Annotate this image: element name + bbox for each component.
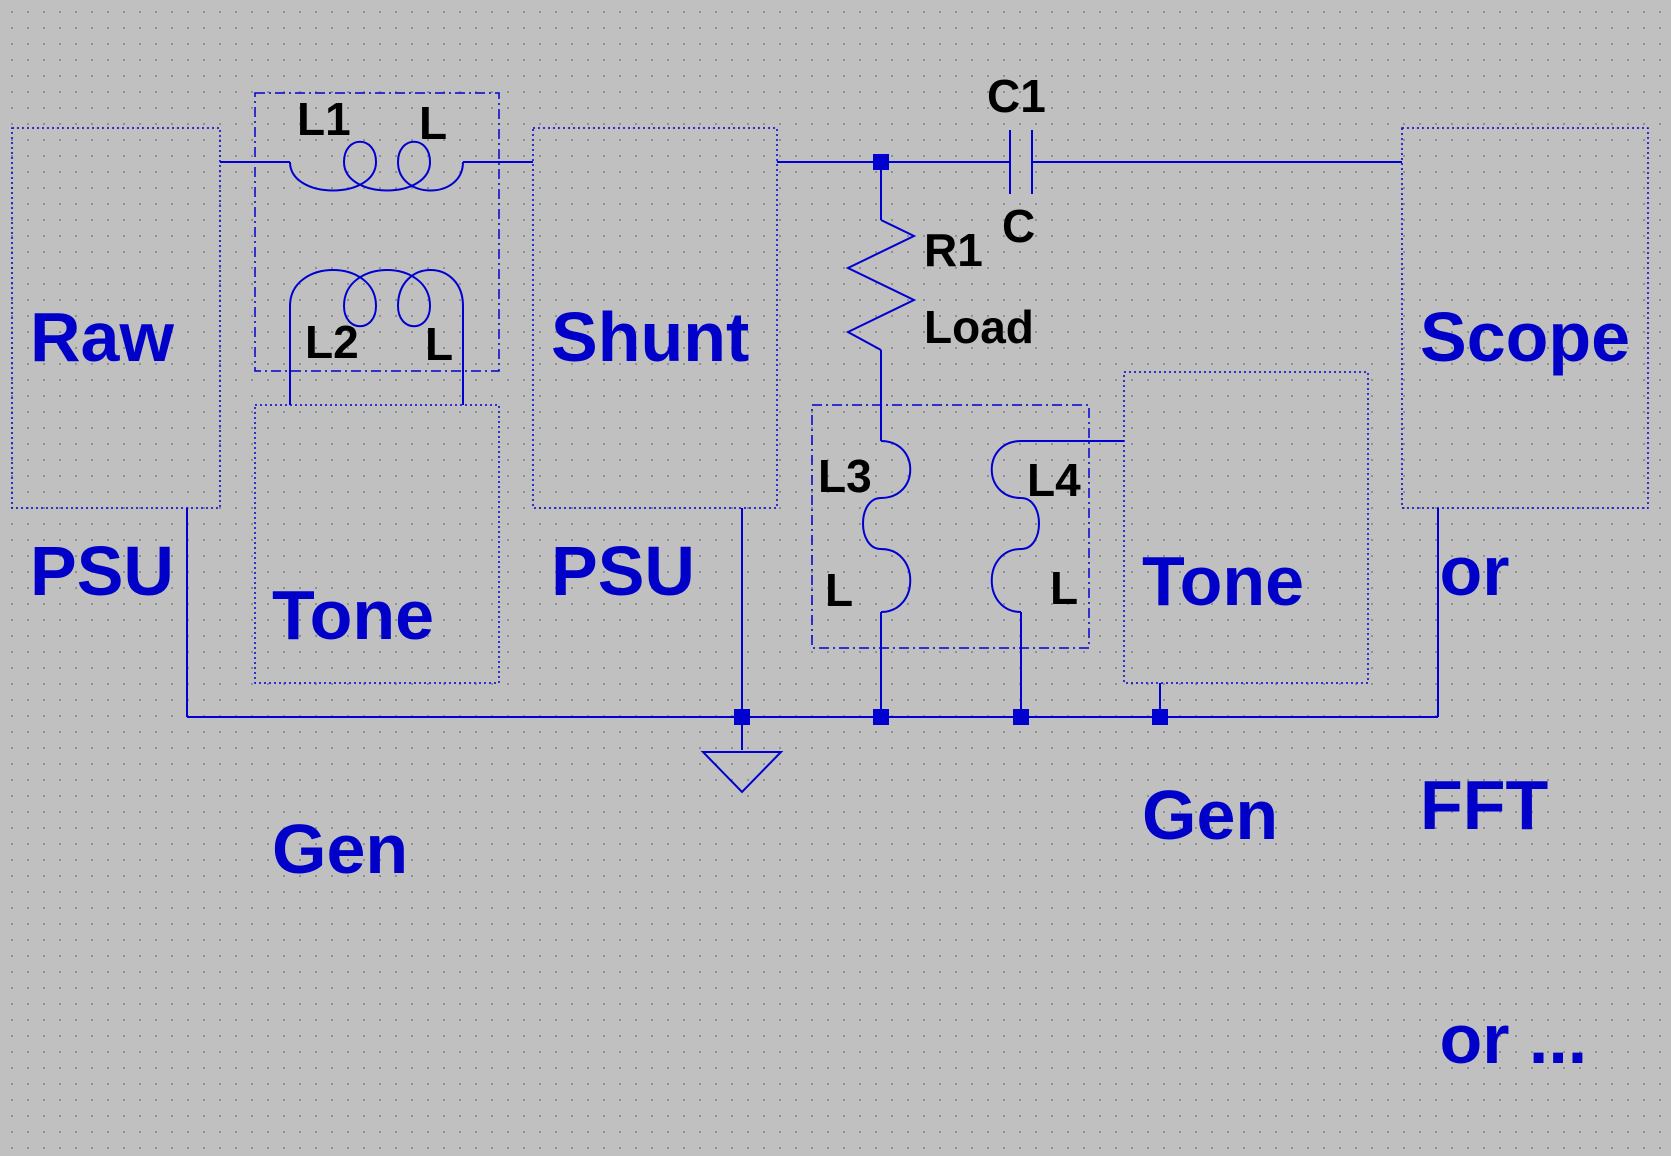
junction-dot <box>873 709 889 725</box>
r1-name-label: R1 <box>924 224 983 276</box>
tone-gen-1-label: Tone Gen <box>272 576 435 888</box>
l4-name-label: L4 <box>1027 454 1081 506</box>
r1-value-label: Load <box>924 301 1034 353</box>
schematic-canvas <box>11 92 1649 794</box>
tone-gen-1-block[interactable] <box>254 404 500 684</box>
shunt-psu-block[interactable] <box>532 127 778 509</box>
scope-label: Scope or FFT or ... <box>1420 298 1631 1078</box>
scope-block[interactable] <box>1401 127 1649 509</box>
ground-icon <box>700 751 784 794</box>
inductor-l1-icon[interactable] <box>289 140 464 192</box>
l2-value-label: L <box>425 318 454 370</box>
l2-name-label: L2 <box>305 316 359 368</box>
l4-value-label: L <box>1050 562 1079 614</box>
shunt-psu-label: Shunt PSU <box>551 298 750 610</box>
transformer-frame-top <box>254 92 500 372</box>
junction-dot <box>873 154 889 170</box>
tone-gen-2-block[interactable] <box>1123 371 1369 684</box>
l1-name-label: L1 <box>297 93 351 145</box>
c1-name-label: C1 <box>987 70 1046 122</box>
tone-gen-2-label: Tone Gen <box>1142 542 1305 854</box>
raw-psu-block[interactable] <box>11 127 221 509</box>
c1-value-label: C <box>1002 200 1036 252</box>
inductor-l3-icon[interactable] <box>862 440 912 613</box>
inductor-l2-icon[interactable] <box>289 269 464 328</box>
raw-psu-label: Raw PSU <box>30 298 174 610</box>
capacitor-c1-icon[interactable] <box>1009 130 1033 194</box>
resistor-r1-icon[interactable] <box>845 219 917 351</box>
l1-value-label: L <box>419 97 448 149</box>
junction-dot <box>1152 709 1168 725</box>
junction-dot <box>734 709 750 725</box>
l3-name-label: L3 <box>818 450 872 502</box>
wire-net <box>186 161 1439 750</box>
l3-value-label: L <box>825 564 854 616</box>
junction-dot <box>1013 709 1029 725</box>
inductor-l4-icon[interactable] <box>990 440 1040 613</box>
